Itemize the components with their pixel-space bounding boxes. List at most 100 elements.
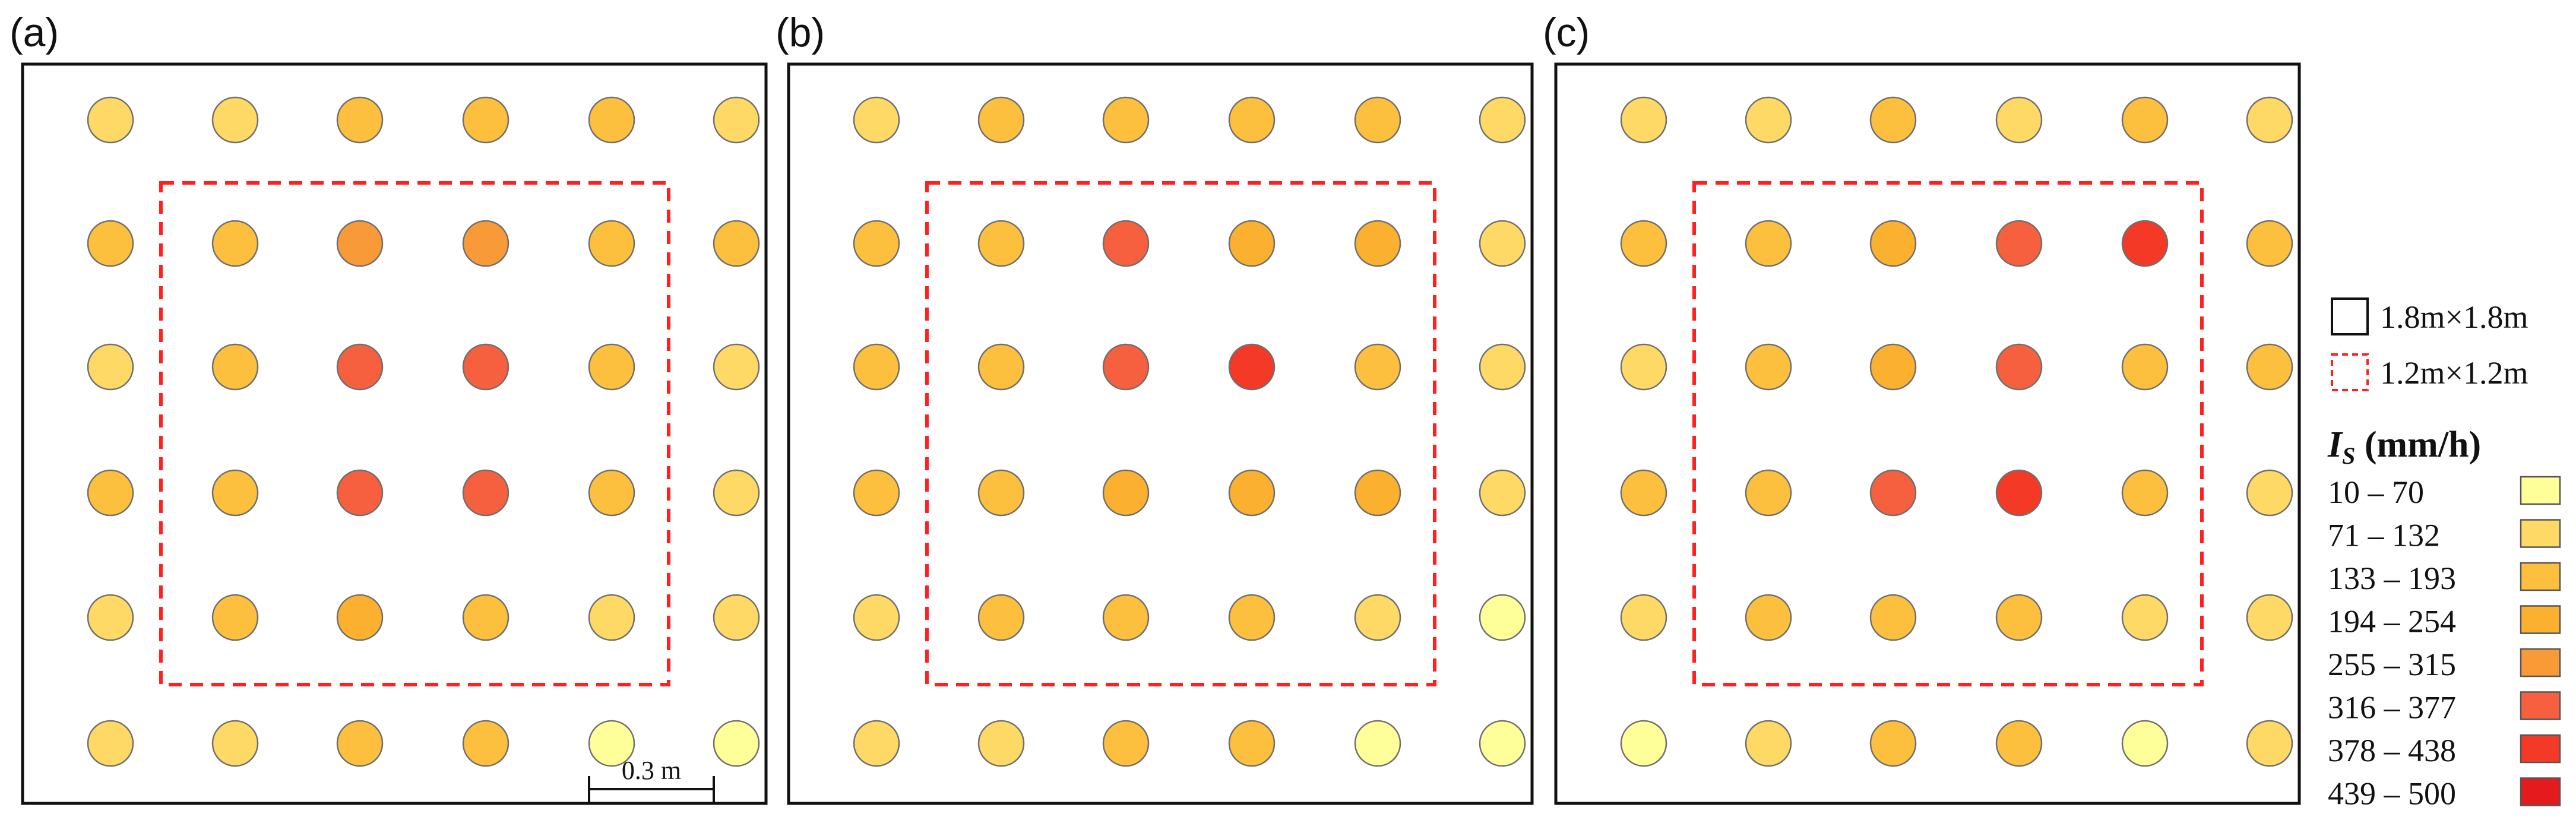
legend: 1.8m×1.8m 1.2m×1.2m IS (mm/h) 10 – 70 71 – 1…	[2327, 297, 2561, 812]
infiltration-point	[1102, 594, 1150, 641]
infiltration-point	[1869, 469, 1917, 517]
infiltration-point	[2121, 469, 2169, 517]
legend-class-swatch	[2520, 562, 2561, 591]
infiltration-point	[588, 469, 635, 517]
inner-dashed-box	[925, 181, 1436, 686]
infiltration-point	[1102, 96, 1150, 144]
infiltration-point	[87, 220, 134, 267]
infiltration-point	[1102, 343, 1150, 391]
infiltration-point	[1102, 220, 1150, 267]
legend-outer-box-swatch	[2331, 297, 2369, 335]
scale-bar-label: 0.3 m	[622, 756, 681, 785]
infiltration-point	[1228, 96, 1276, 144]
infiltration-point	[1354, 594, 1401, 641]
infiltration-point	[713, 220, 760, 267]
infiltration-point	[1479, 220, 1526, 267]
legend-class-swatch	[2520, 691, 2561, 720]
infiltration-point	[853, 720, 900, 767]
infiltration-point	[336, 469, 384, 517]
infiltration-point	[2246, 720, 2293, 767]
legend-class-label: 255 – 315	[2328, 647, 2456, 682]
infiltration-point	[2121, 720, 2169, 767]
infiltration-point	[1745, 343, 1792, 391]
infiltration-point	[2246, 220, 2293, 267]
infiltration-point	[87, 96, 134, 144]
infiltration-point	[1620, 720, 1667, 767]
outer-boundary-box	[1554, 62, 2301, 805]
infiltration-point	[1869, 220, 1917, 267]
infiltration-point	[1102, 469, 1150, 517]
infiltration-point	[336, 343, 384, 391]
infiltration-point	[211, 594, 259, 641]
infiltration-point	[588, 96, 635, 144]
infiltration-point	[853, 343, 900, 391]
infiltration-point	[977, 469, 1025, 517]
infiltration-point	[588, 220, 635, 267]
panel-a: (a)	[10, 10, 768, 805]
inner-dashed-box	[1692, 181, 2204, 686]
infiltration-point	[462, 720, 509, 767]
legend-class-label: 10 – 70	[2328, 474, 2424, 510]
infiltration-point	[336, 720, 384, 767]
legend-class-label: 194 – 254	[2328, 604, 2456, 639]
legend-class-label: 439 – 500	[2328, 776, 2456, 812]
legend-inner-box-label: 1.2m×1.2m	[2380, 355, 2528, 391]
legend-title-symbol: I	[2327, 425, 2343, 465]
infiltration-point	[1479, 96, 1526, 144]
legend-class-label: 316 – 377	[2328, 690, 2456, 726]
infiltration-point	[1745, 720, 1792, 767]
infiltration-point	[1102, 720, 1150, 767]
infiltration-point	[713, 594, 760, 641]
infiltration-point	[1745, 594, 1792, 641]
infiltration-point	[1995, 720, 2043, 767]
infiltration-point	[1995, 594, 2043, 641]
infiltration-point	[1620, 469, 1667, 517]
infiltration-point	[1354, 343, 1401, 391]
panel-label: (b)	[776, 10, 825, 55]
infiltration-point	[977, 220, 1025, 267]
panel-label: (a)	[10, 10, 59, 55]
infiltration-point	[211, 343, 259, 391]
infiltration-point	[1479, 594, 1526, 641]
legend-outer-box-label: 1.8m×1.8m	[2380, 299, 2528, 335]
legend-title: IS (mm/h)	[2327, 425, 2481, 469]
infiltration-point	[1354, 720, 1401, 767]
infiltration-point	[1228, 594, 1276, 641]
infiltration-point	[1869, 96, 1917, 144]
legend-class-label: 71 – 132	[2328, 518, 2440, 553]
legend-class-swatch	[2520, 648, 2561, 677]
infiltration-point	[211, 720, 259, 767]
panel-b: (b)	[776, 10, 1534, 805]
infiltration-point	[2246, 594, 2293, 641]
infiltration-point	[1745, 469, 1792, 517]
infiltration-point	[462, 343, 509, 391]
infiltration-point	[853, 220, 900, 267]
infiltration-point	[713, 469, 760, 517]
infiltration-point	[462, 594, 509, 641]
infiltration-point	[1354, 469, 1401, 517]
infiltration-point	[211, 469, 259, 517]
infiltration-point	[211, 96, 259, 144]
infiltration-point	[462, 96, 509, 144]
infiltration-point	[977, 96, 1025, 144]
infiltration-point	[1620, 96, 1667, 144]
infiltration-point	[977, 720, 1025, 767]
legend-title-subscript: S	[2342, 442, 2355, 469]
outer-boundary-box	[21, 62, 768, 805]
infiltration-point	[462, 469, 509, 517]
infiltration-point	[1745, 96, 1792, 144]
infiltration-point	[1228, 469, 1276, 517]
infiltration-point	[977, 594, 1025, 641]
infiltration-point	[336, 220, 384, 267]
infiltration-point	[1354, 96, 1401, 144]
infiltration-point	[87, 469, 134, 517]
infiltration-point	[853, 96, 900, 144]
infiltration-point	[713, 720, 760, 767]
scale-bar: 0.3 m	[588, 756, 715, 802]
legend-class-label: 378 – 438	[2328, 733, 2456, 768]
legend-class-swatch	[2520, 777, 2561, 806]
infiltration-point	[1479, 720, 1526, 767]
infiltration-point	[588, 343, 635, 391]
infiltration-point	[713, 96, 760, 144]
legend-class-swatch	[2520, 734, 2561, 764]
